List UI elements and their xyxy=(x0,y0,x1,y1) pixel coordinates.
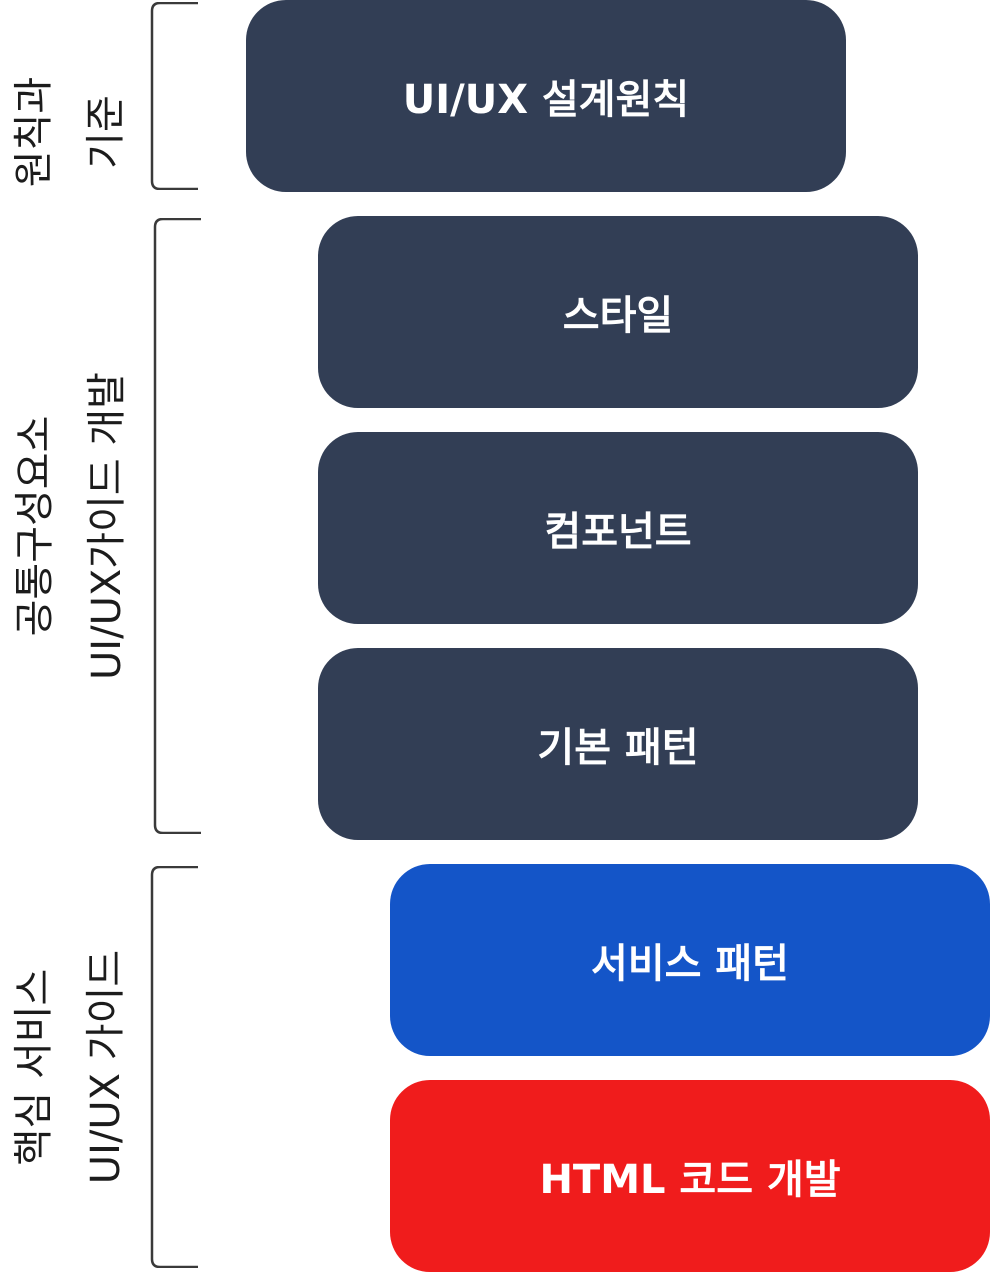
bracket-principle xyxy=(150,2,198,190)
layer-component-label: 컴포넌트 xyxy=(544,509,692,555)
group-label-principle: 원칙과 기준 xyxy=(0,38,142,226)
group-label-principle-line-1: 원칙과 xyxy=(11,76,57,188)
layer-service-pattern: 서비스 패턴 xyxy=(390,864,990,1056)
layer-design-principles-label: UI/UX 설계원칙 xyxy=(402,77,690,123)
layer-html-code: HTML 코드 개발 xyxy=(390,1080,990,1272)
layer-style: 스타일 xyxy=(318,216,918,408)
group-label-common-line-1: 공통구성요소 xyxy=(12,415,58,637)
layer-component: 컴포넌트 xyxy=(318,432,918,624)
layer-style-label: 스타일 xyxy=(562,293,674,339)
bracket-common xyxy=(153,218,201,834)
layer-html-code-label: HTML 코드 개발 xyxy=(539,1157,841,1203)
bracket-core xyxy=(150,866,198,1268)
group-label-core-line-1: 핵심 서비스 xyxy=(11,968,57,1166)
group-label-principle-line-2: 기준 xyxy=(83,95,129,169)
layer-basic-pattern-label: 기본 패턴 xyxy=(537,725,699,771)
group-label-core-line-2: UI/UX 가이드 xyxy=(83,949,129,1185)
layer-design-principles: UI/UX 설계원칙 xyxy=(246,0,846,192)
group-label-core: 핵심 서비스 UI/UX 가이드 xyxy=(0,867,142,1267)
layer-basic-pattern: 기본 패턴 xyxy=(318,648,918,840)
group-label-common-line-2: UI/UX가이드 개발 xyxy=(84,372,130,680)
group-label-common: 공통구성요소 UI/UX가이드 개발 xyxy=(0,211,143,841)
layer-service-pattern-label: 서비스 패턴 xyxy=(591,941,789,987)
